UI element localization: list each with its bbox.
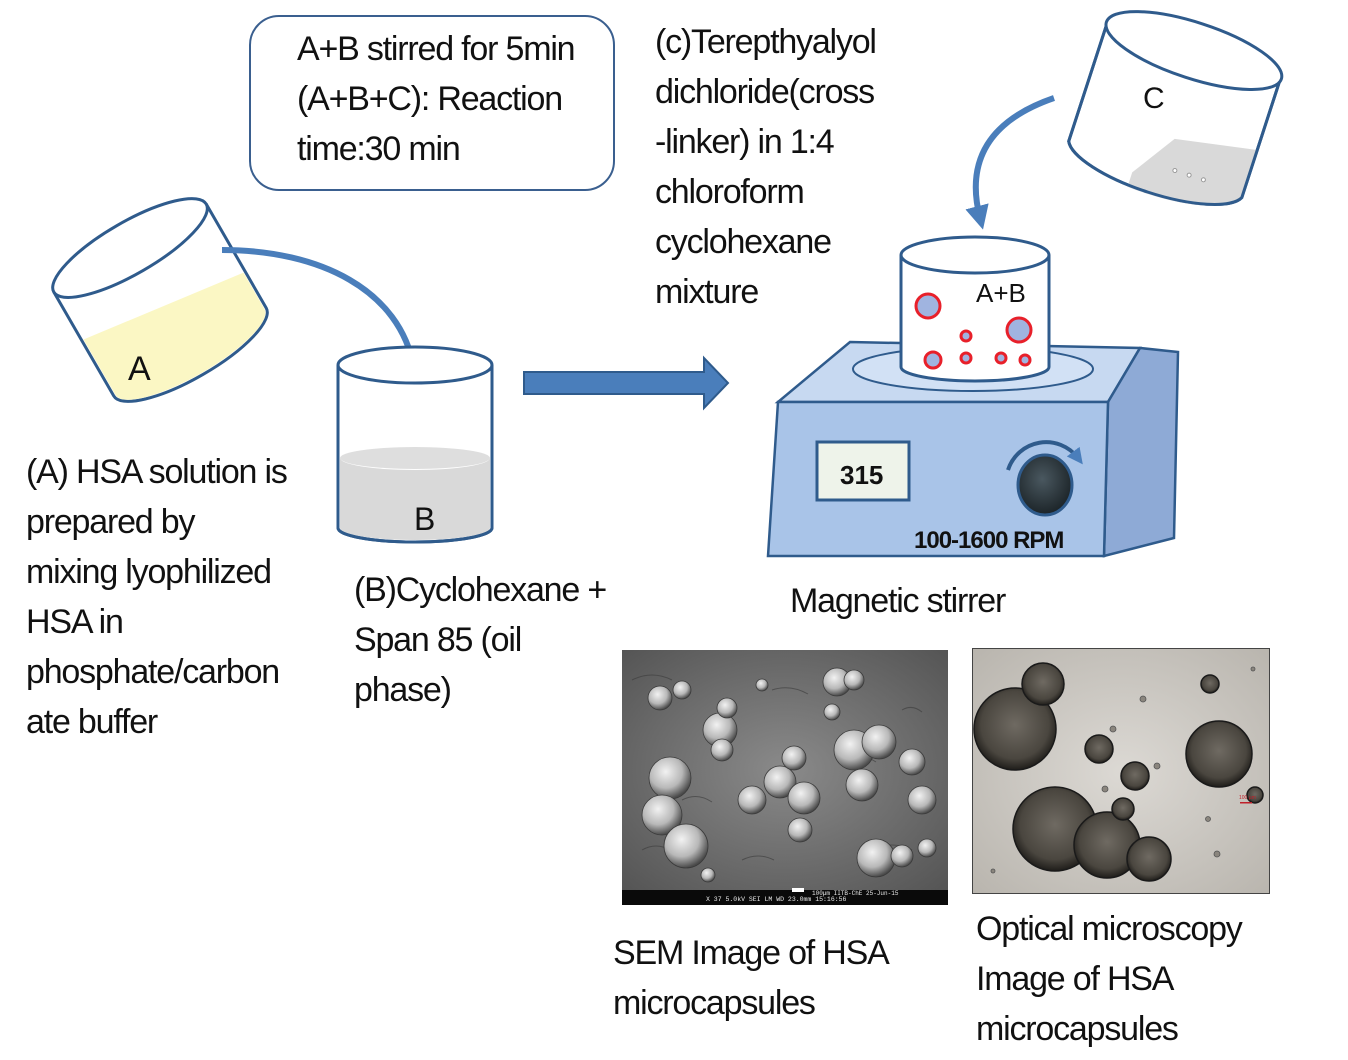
solution-a-liquid [83, 272, 266, 400]
speed-knob [1016, 453, 1074, 517]
microcapsules [914, 292, 1033, 370]
crosslinker-description: (c)Terepthyalyol dichloride(cross -linke… [655, 23, 877, 311]
arrow-a-to-b [221, 247, 424, 380]
beaker-a-label: A [128, 350, 151, 388]
beaker-a [51, 197, 269, 403]
beaker-ab-label: A+B [976, 278, 1026, 308]
sem-caption: SEM Image of HSA microcapsules [613, 934, 890, 1022]
rpm-display-value: 315 [840, 460, 883, 490]
optical-caption: Optical microscopy Image of HSA microcap… [976, 910, 1243, 1048]
speed-dial-arc [1006, 440, 1083, 471]
sem-image: X 37 5.0kV SEI LM WD 23.0mm 15:16:56 100… [622, 650, 948, 905]
arrow-c-to-mixture [965, 95, 1055, 230]
sem-scale-text: 100µm IITB-ChE 25-Jun-15 [812, 890, 899, 897]
beaker-c-label: C [1143, 82, 1165, 115]
rpm-display [815, 440, 911, 502]
optical-scale-text: 100 µm [1239, 795, 1256, 801]
beaker-ab [899, 235, 1051, 383]
stirrer-caption: Magnetic stirrer [790, 582, 1006, 620]
optical-image-drawing: 100 µm [973, 649, 1269, 893]
process-conditions-line3: time:30 min [297, 130, 461, 168]
process-conditions-line2: (A+B+C): Reaction [297, 80, 563, 118]
beaker-b [336, 345, 494, 544]
optical-microscopy-image: 100 µm [972, 648, 1270, 894]
optical-scale-bar [1240, 802, 1252, 804]
process-conditions-line1: A+B stirred for 5min [297, 30, 576, 68]
solution-a-description: (A) HSA solution is prepared by mixing l… [26, 453, 288, 741]
sem-scale-bar [792, 888, 804, 892]
process-flow-arrow [523, 355, 730, 411]
beaker-b-label: B [414, 501, 435, 537]
sem-footer-text: X 37 5.0kV SEI LM WD 23.0mm 15:16:56 [706, 896, 847, 903]
process-conditions-box [249, 15, 615, 191]
rpm-range-label: 100-1600 RPM [914, 527, 1063, 554]
sem-image-drawing: X 37 5.0kV SEI LM WD 23.0mm 15:16:56 100… [622, 650, 948, 905]
oil-phase-description: (B)Cyclohexane + Span 85 (oil phase) [354, 571, 607, 709]
crosslinker-liquid [1127, 138, 1258, 206]
beaker-c [1067, 10, 1284, 206]
